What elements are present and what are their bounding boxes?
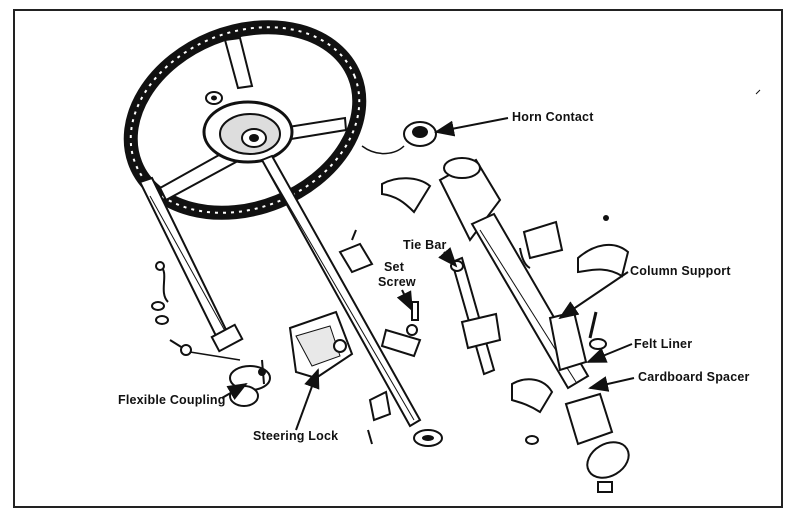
label-set-screw-line2: Screw xyxy=(378,275,416,289)
steering-shaft-center xyxy=(260,154,443,447)
column-support-part xyxy=(548,310,607,372)
label-flexible-coupling: Flexible Coupling xyxy=(118,393,226,407)
column-shrouds xyxy=(381,177,630,278)
horn-contact-part xyxy=(361,121,437,155)
arrow-flexible-coupling xyxy=(221,382,248,400)
label-tie-bar: Tie Bar xyxy=(403,238,447,252)
flexible-coupling xyxy=(229,359,271,407)
stray-mark xyxy=(755,89,761,95)
arrow-felt-liner xyxy=(586,343,633,363)
column-bracket xyxy=(367,301,422,445)
steering-shaft-left xyxy=(138,176,244,353)
steering-lock xyxy=(288,310,354,380)
arrow-steering-lock xyxy=(295,368,320,431)
arrow-set-screw xyxy=(396,289,413,312)
arrow-column-support xyxy=(558,271,629,320)
label-cardboard-spacer: Cardboard Spacer xyxy=(638,370,750,384)
steering-wheel xyxy=(123,20,367,220)
label-set-screw-line1: Set xyxy=(384,260,405,274)
label-horn-contact: Horn Contact xyxy=(512,110,594,124)
label-felt-liner: Felt Liner xyxy=(634,337,693,351)
leader-lines xyxy=(221,117,635,431)
arrow-tie-bar xyxy=(438,247,458,268)
arrow-cardboard-spacer xyxy=(588,376,635,392)
linkage-hardware xyxy=(151,261,241,361)
label-steering-lock: Steering Lock xyxy=(253,429,339,443)
lower-column-parts xyxy=(511,378,630,493)
label-column-support: Column Support xyxy=(630,264,731,278)
tie-bar-part xyxy=(450,256,502,376)
arrow-horn-contact xyxy=(434,117,509,137)
diagram-frame xyxy=(13,9,783,508)
